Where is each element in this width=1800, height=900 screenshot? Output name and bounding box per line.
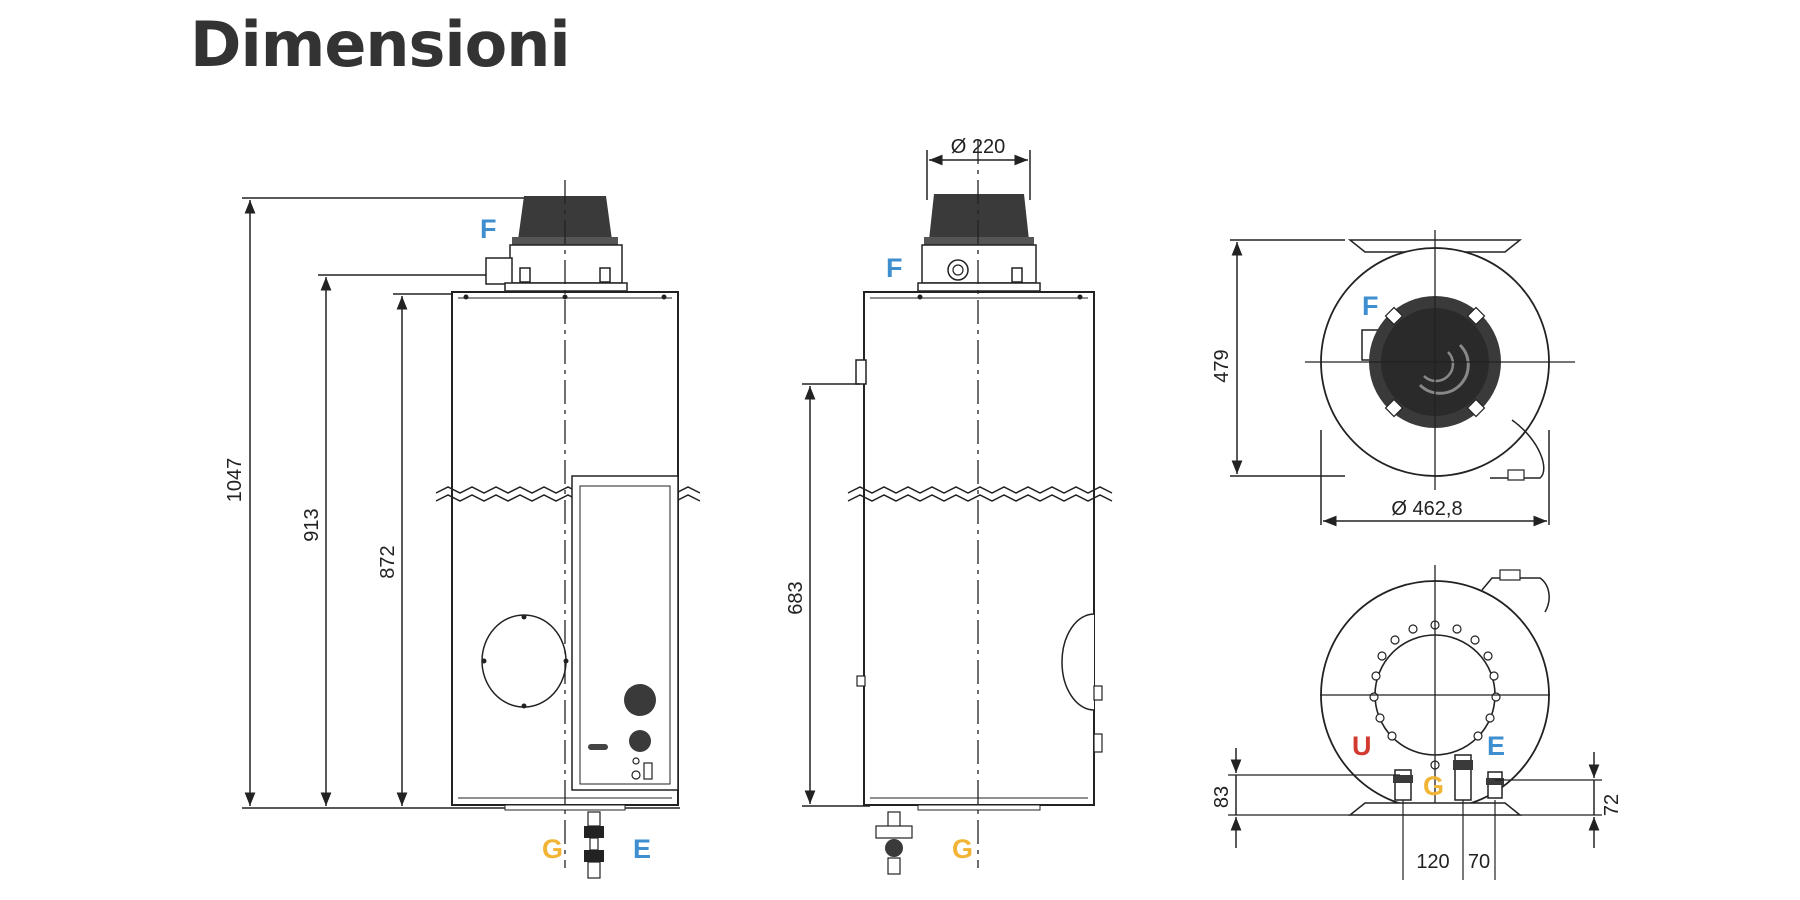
side-cap bbox=[929, 194, 1029, 240]
bottom-dim-70: 70 bbox=[1468, 851, 1490, 873]
front-dim-1047: 1047 bbox=[224, 458, 246, 503]
bottom-dim-72: 72 bbox=[1601, 794, 1623, 816]
front-label-e: E bbox=[633, 834, 651, 864]
side-view: Ø 220 683 F bbox=[785, 136, 1113, 875]
top-view: 479 Ø 462,8 F bbox=[1211, 230, 1575, 527]
thermometer-dial bbox=[629, 730, 651, 752]
top-dim-diameter: Ø 462,8 bbox=[1391, 498, 1462, 520]
side-label-f: F bbox=[886, 253, 903, 283]
front-inspection-hatch bbox=[481, 614, 567, 708]
side-tank-body bbox=[863, 291, 1095, 806]
bottom-view: 83 72 120 70 U G E bbox=[1211, 565, 1623, 880]
bottom-label-g: G bbox=[1423, 771, 1444, 801]
page-title: Dimensioni bbox=[190, 8, 571, 81]
front-label-g: G bbox=[542, 834, 563, 864]
side-dim-683: 683 bbox=[785, 581, 807, 614]
thermostat-knob bbox=[624, 684, 656, 716]
front-cap bbox=[518, 196, 612, 240]
top-label-f: F bbox=[1362, 291, 1379, 321]
side-label-g: G bbox=[952, 834, 973, 864]
bottom-dim-120: 120 bbox=[1416, 851, 1449, 873]
front-dim-872: 872 bbox=[377, 545, 399, 578]
bottom-label-u: U bbox=[1352, 731, 1372, 761]
front-view: 1047 913 872 bbox=[224, 180, 701, 879]
front-label-f: F bbox=[480, 214, 497, 244]
front-dim-913: 913 bbox=[301, 508, 323, 541]
top-dim-479: 479 bbox=[1211, 349, 1233, 382]
front-control-panel bbox=[571, 475, 679, 791]
bottom-label-e: E bbox=[1487, 731, 1505, 761]
bottom-dim-83: 83 bbox=[1211, 786, 1233, 808]
